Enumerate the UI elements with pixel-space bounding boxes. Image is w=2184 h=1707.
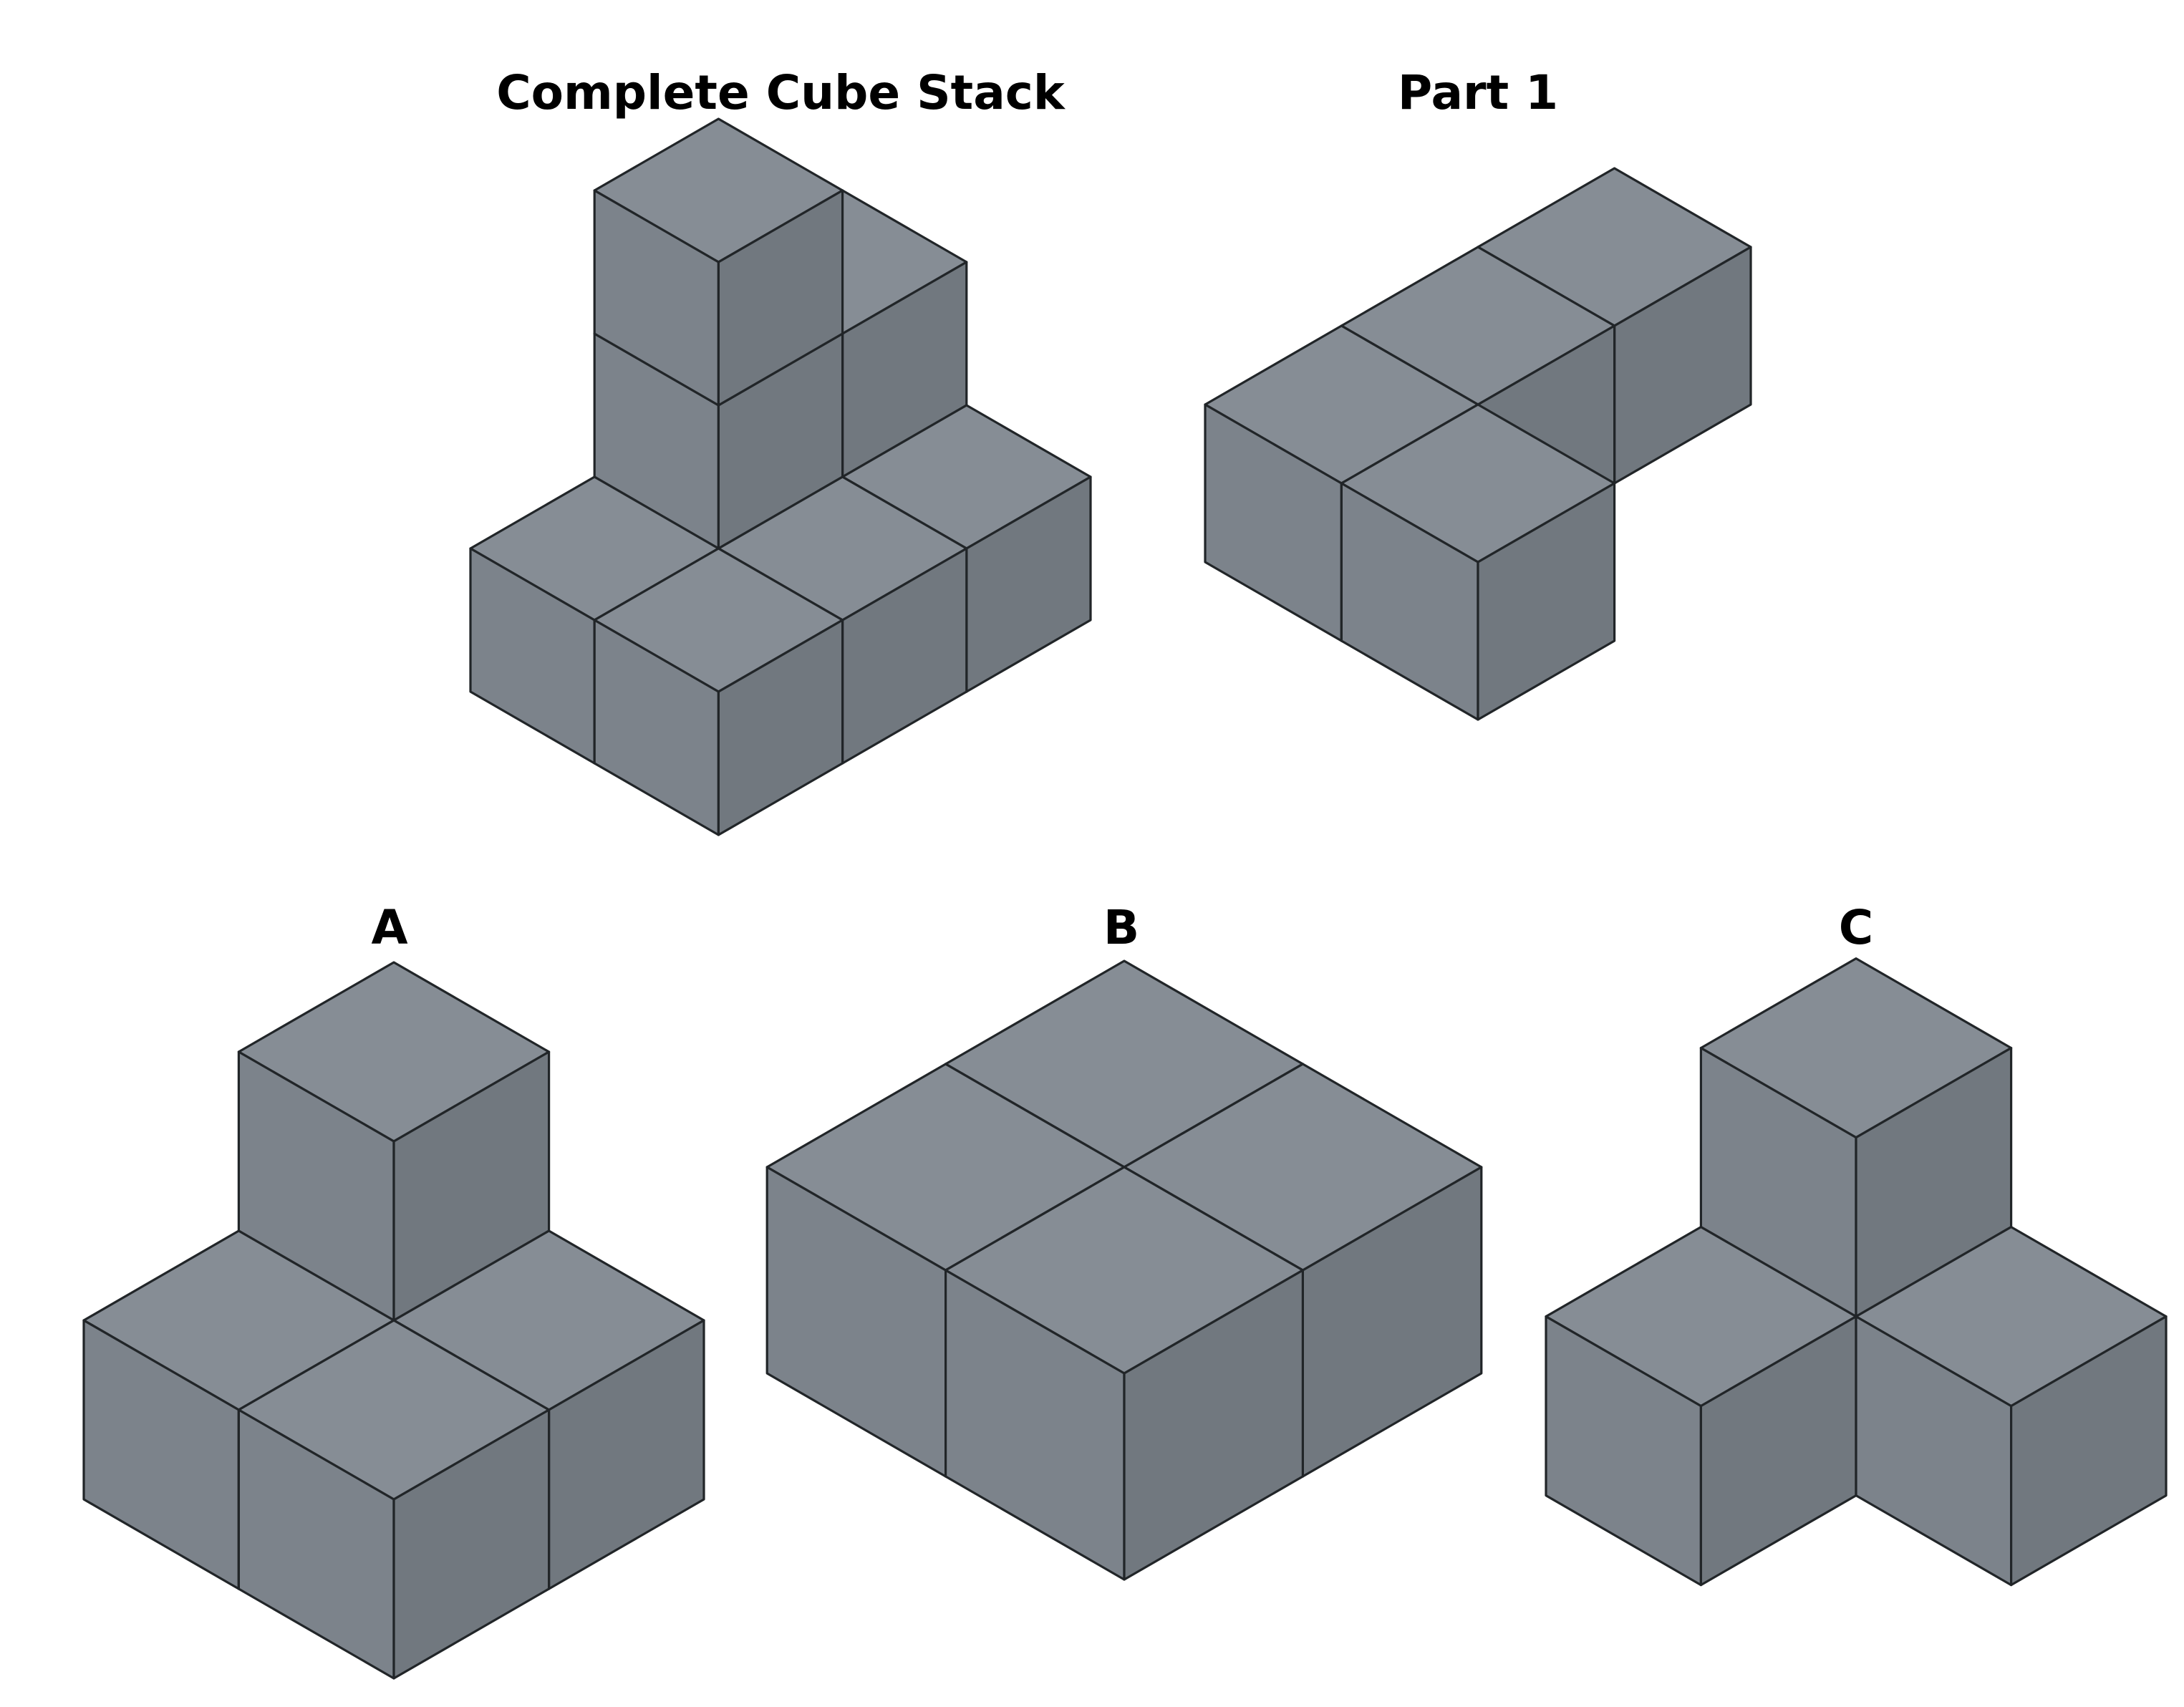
option-b-label: B: [1103, 900, 1139, 955]
option-b-figure: [765, 959, 1483, 1581]
cube-right-face: [392, 1408, 551, 1680]
part-1-figure: [1204, 167, 1752, 721]
complete-cube-stack-title: Complete Cube Stack: [496, 65, 1066, 120]
option-c-label: C: [1839, 900, 1873, 955]
cube-right-face: [1477, 482, 1616, 721]
option-c-figure: [1545, 957, 2168, 1587]
cube-right-face: [717, 619, 844, 836]
cube-right-face: [2010, 1315, 2168, 1587]
option-a-figure: [82, 961, 705, 1680]
cube-right-face: [717, 189, 844, 407]
part-1-title: Part 1: [1398, 65, 1558, 120]
complete-cube-stack-figure: [469, 117, 1092, 836]
option-a-label: A: [371, 900, 407, 955]
cube-right-face: [1123, 1269, 1305, 1581]
